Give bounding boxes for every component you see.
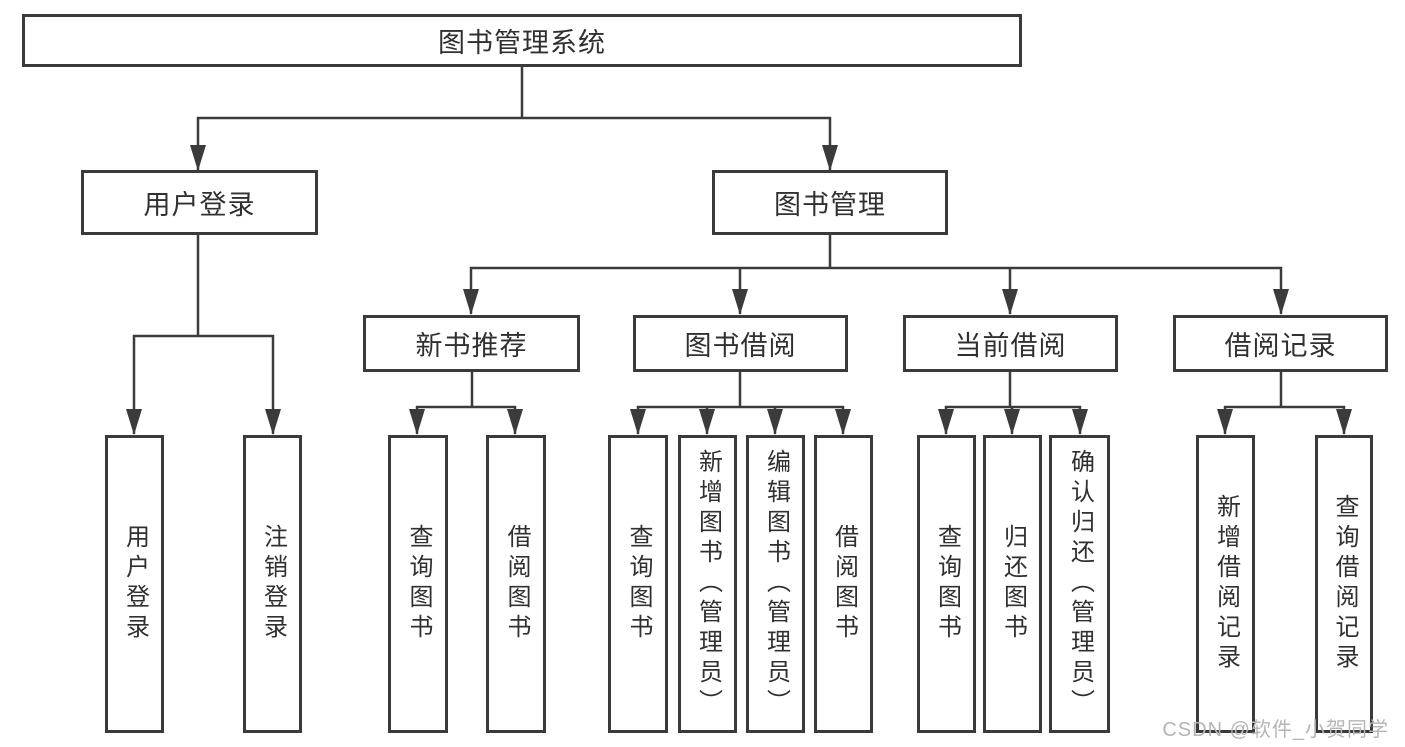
node-borrowing-records: 借阅记录 bbox=[1173, 315, 1388, 372]
node-book-borrowing-label: 图书借阅 bbox=[684, 331, 797, 361]
leaf-return-books-label: 归还图书 bbox=[999, 524, 1027, 644]
leaf-add-books-admin: 新增图书（管理员） bbox=[678, 435, 737, 733]
node-user-login-label: 用户登录 bbox=[143, 190, 256, 220]
node-book-borrowing: 图书借阅 bbox=[633, 315, 848, 372]
leaf-current-query-books: 查询图书 bbox=[917, 435, 976, 733]
node-current-borrowing: 当前借阅 bbox=[903, 315, 1118, 372]
leaf-user-login: 用户登录 bbox=[105, 435, 164, 733]
leaf-borrow-query-books: 查询图书 bbox=[608, 435, 668, 733]
node-root-label: 图书管理系统 bbox=[438, 28, 606, 58]
watermark: CSDN @软件_小贺同学 bbox=[1162, 719, 1389, 741]
node-current-borrowing-label: 当前借阅 bbox=[954, 331, 1067, 361]
leaf-current-query-books-label: 查询图书 bbox=[933, 524, 961, 644]
leaf-recommend-query-books: 查询图书 bbox=[388, 435, 448, 733]
node-root: 图书管理系统 bbox=[22, 14, 1022, 67]
leaf-edit-books-admin-label: 编辑图书（管理员） bbox=[762, 449, 790, 719]
leaf-logout-label: 注销登录 bbox=[259, 524, 287, 644]
leaf-edit-books-admin: 编辑图书（管理员） bbox=[746, 435, 805, 733]
node-book-management: 图书管理 bbox=[712, 170, 948, 235]
leaf-add-borrow-record: 新增借阅记录 bbox=[1196, 435, 1255, 733]
leaf-recommend-borrow-books-label: 借阅图书 bbox=[503, 524, 530, 644]
leaf-logout: 注销登录 bbox=[243, 435, 302, 733]
leaf-add-borrow-record-label: 新增借阅记录 bbox=[1212, 494, 1240, 674]
leaf-confirm-return-admin: 确认归还（管理员） bbox=[1049, 435, 1110, 733]
leaf-add-books-admin-label: 新增图书（管理员） bbox=[694, 449, 722, 719]
node-book-management-label: 图书管理 bbox=[774, 190, 886, 220]
leaf-recommend-borrow-books: 借阅图书 bbox=[486, 435, 546, 733]
leaf-borrow-books-label: 借阅图书 bbox=[830, 524, 858, 644]
leaf-borrow-query-books-label: 查询图书 bbox=[625, 524, 652, 644]
leaf-borrow-books: 借阅图书 bbox=[814, 435, 873, 733]
leaf-query-borrow-record-label: 查询借阅记录 bbox=[1331, 494, 1358, 674]
leaf-user-login-label: 用户登录 bbox=[121, 524, 149, 644]
node-new-book-recommendation-label: 新书推荐 bbox=[415, 331, 528, 361]
node-new-book-recommendation: 新书推荐 bbox=[363, 315, 580, 372]
leaf-return-books: 归还图书 bbox=[983, 435, 1042, 733]
node-user-login: 用户登录 bbox=[81, 170, 318, 235]
node-borrowing-records-label: 借阅记录 bbox=[1224, 331, 1337, 361]
leaf-recommend-query-books-label: 查询图书 bbox=[405, 524, 432, 644]
leaf-query-borrow-record: 查询借阅记录 bbox=[1315, 435, 1373, 733]
leaf-confirm-return-admin-label: 确认归还（管理员） bbox=[1066, 449, 1094, 719]
